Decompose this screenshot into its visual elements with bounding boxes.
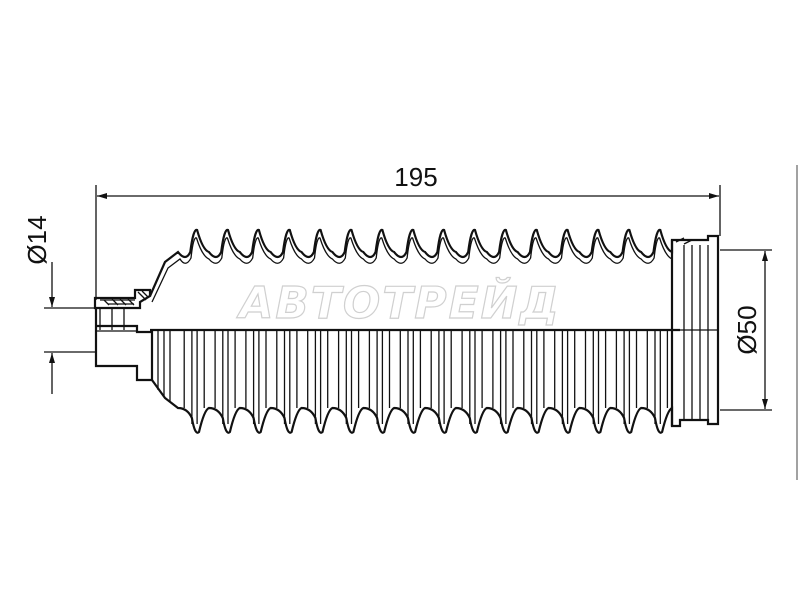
watermark: АВТОТРЕЙД xyxy=(236,276,560,329)
length-label: 195 xyxy=(394,162,437,192)
large-end-collar xyxy=(670,234,720,428)
large-diameter-label: Ø50 xyxy=(732,305,762,354)
small-end-collar xyxy=(93,288,154,382)
bellows-ribs xyxy=(157,331,669,424)
large-diameter-dimension: Ø50 xyxy=(720,249,772,411)
boot-lower-exterior xyxy=(151,379,674,434)
boot-body xyxy=(93,228,720,434)
small-diameter-dimension: Ø14 xyxy=(22,215,96,394)
length-dimension: 195 xyxy=(95,162,721,300)
small-diameter-label: Ø14 xyxy=(22,215,52,264)
boot-upper-section xyxy=(148,228,674,297)
boot-upper-inner xyxy=(151,237,673,303)
